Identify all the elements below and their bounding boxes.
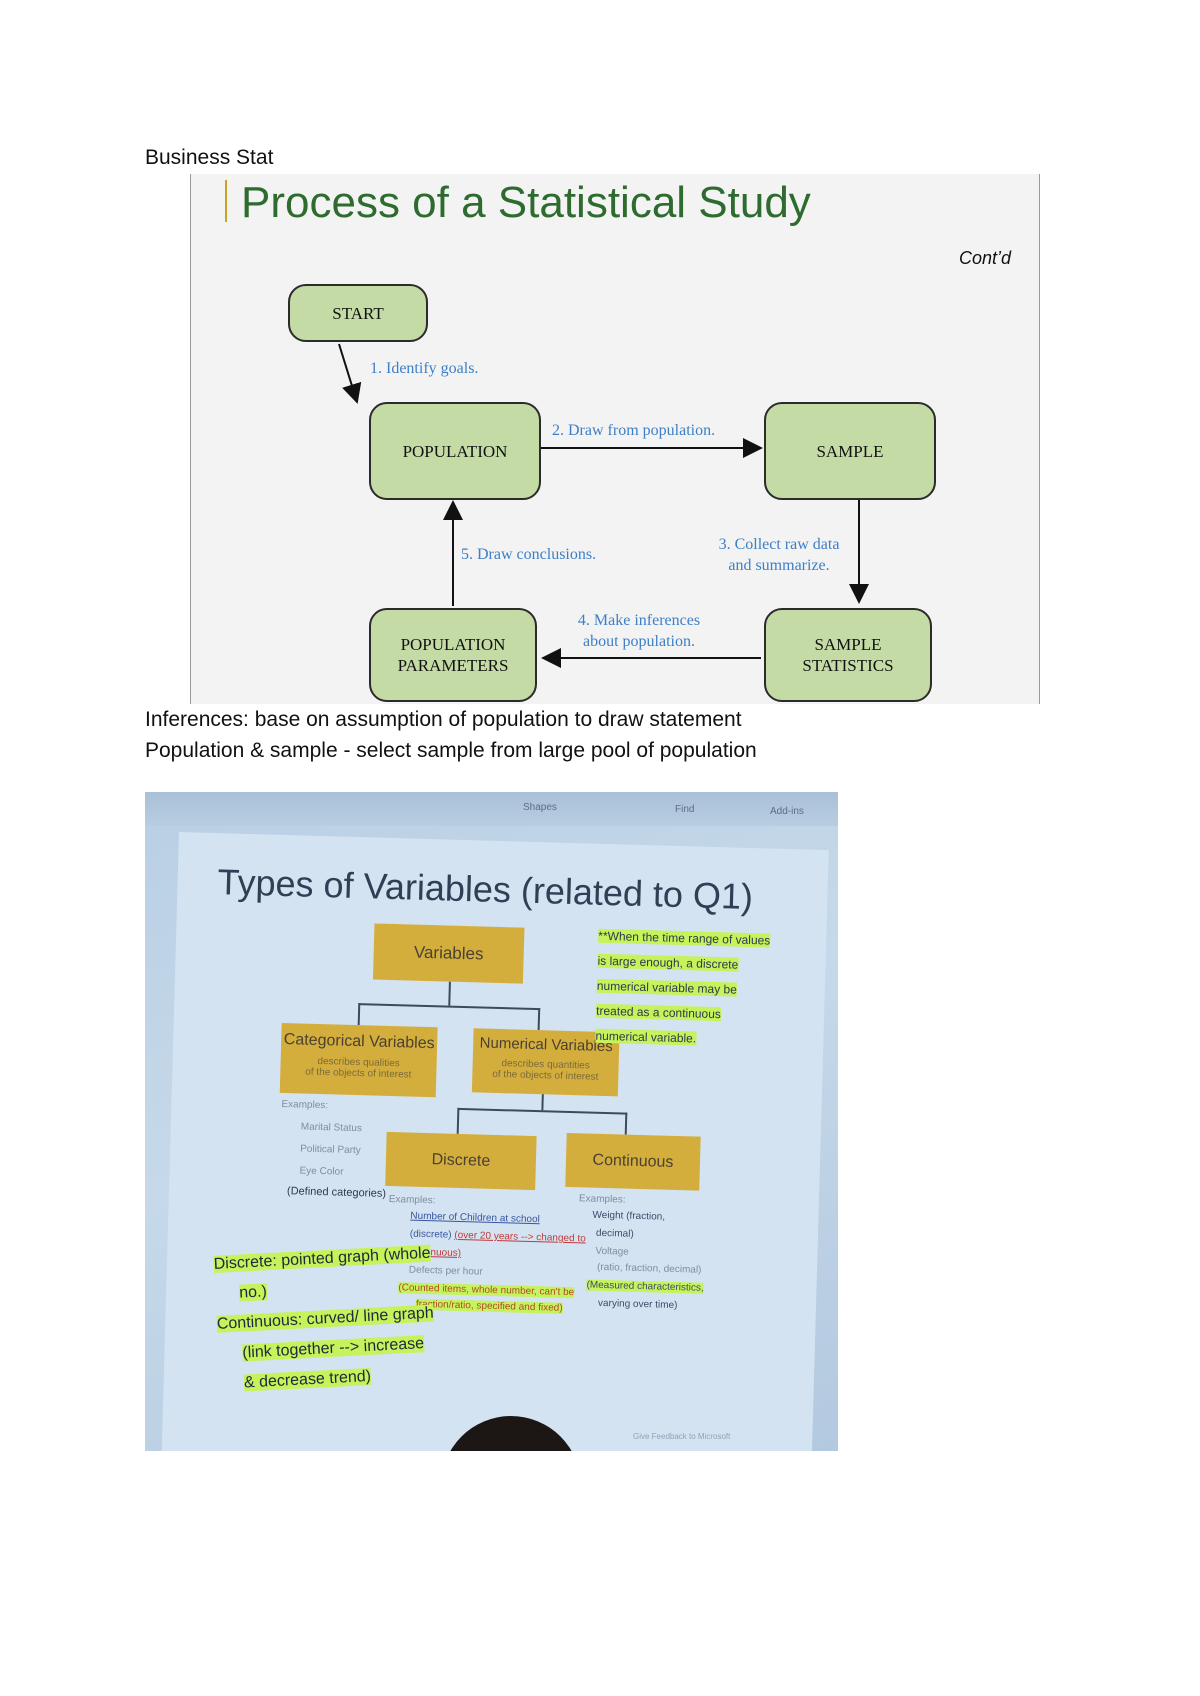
arrow-start-to-population <box>338 343 362 404</box>
continuous-measured-note-2: varying over time) <box>597 1297 678 1312</box>
graph-type-notes: Discrete: pointed graph (whole no.) Cont… <box>213 1239 438 1400</box>
example-voltage: Voltage <box>595 1245 629 1258</box>
note-discrete-1: Discrete: pointed graph (whole <box>213 1244 431 1273</box>
step-4-label: 4. Make inferences about population. <box>577 612 701 650</box>
box-discrete: Discrete <box>385 1131 537 1191</box>
slide-process-of-statistical-study: Process of a Statistical Study Cont’d ST… <box>190 174 1040 704</box>
defined-categories-note: (Defined categories) <box>286 1185 387 1200</box>
side-note: **When the time range of values is large… <box>595 928 771 1046</box>
app-toolbar: Shapes Find Add-ins <box>145 792 838 826</box>
flow-arrows <box>338 343 869 668</box>
example-political-party: Political Party <box>300 1143 361 1157</box>
node-sample-statistics: SAMPLE STATISTICS <box>764 608 932 702</box>
note-inferences: Inferences: base on assumption of popula… <box>145 708 742 731</box>
step-2-label: 2. Draw from population. <box>552 422 716 439</box>
connector <box>448 981 451 1006</box>
document-header: Business Stat <box>145 146 274 169</box>
slide-title: Types of Variables (related to Q1) <box>217 861 754 918</box>
step-1-label: 1. Identify goals. <box>370 360 479 377</box>
example-weight: Weight (fraction, <box>592 1209 666 1223</box>
box-continuous: Continuous <box>565 1132 701 1191</box>
connector <box>624 1112 628 1135</box>
title-accent-bar <box>225 180 227 222</box>
example-children: Number of Children at school <box>410 1210 540 1226</box>
continuous-examples-label: Examples: <box>578 1193 626 1206</box>
note-continuous-1: Continuous: curved/ line graph <box>216 1304 435 1333</box>
step-5-label: 5. Draw conclusions. <box>461 546 597 563</box>
node-sample: SAMPLE <box>764 402 936 500</box>
example-weight-note: decimal) <box>595 1227 634 1240</box>
step-3-label: 3. Collect raw data and summarize. <box>718 536 840 574</box>
connector <box>537 1008 541 1031</box>
toolbar-find[interactable]: Find <box>675 804 695 815</box>
connector <box>456 1107 460 1134</box>
discrete-counted-note-2: fraction/ratio, specified and fixed) <box>415 1298 563 1314</box>
note-continuous-2: (link together --> increase <box>241 1335 425 1362</box>
continuous-measured-note-1: (Measured characteristics, <box>586 1279 704 1294</box>
contd-label: Cont’d <box>958 248 1011 268</box>
node-population: POPULATION <box>369 402 541 500</box>
photo-types-of-variables: Shapes Find Add-ins Types of Variables (… <box>145 792 838 1451</box>
toolbar-add-ins[interactable]: Add-ins <box>770 806 804 817</box>
discrete-note-a: (discrete) (over 20 years --> changed to <box>409 1228 586 1245</box>
note-continuous-3: & decrease trend) <box>243 1367 372 1392</box>
node-start: START <box>288 284 428 342</box>
categorical-examples-label: Examples: <box>281 1098 329 1112</box>
toolbar-shapes[interactable]: Shapes <box>523 802 557 813</box>
status-bar-feedback: Give Feedback to Microsoft <box>633 1432 731 1441</box>
example-eye-color: Eye Color <box>299 1165 344 1178</box>
note-discrete-2: no.) <box>238 1283 268 1302</box>
example-voltage-note: (ratio, fraction, decimal) <box>596 1261 702 1276</box>
node-population-parameters: POPULATION PARAMETERS <box>369 608 537 702</box>
example-marital-status: Marital Status <box>300 1121 363 1135</box>
box-variables: Variables <box>372 923 525 984</box>
connector <box>357 1003 361 1026</box>
slide-title: Process of a Statistical Study <box>241 178 811 227</box>
box-categorical-variables: Categorical Variables describes qualitie… <box>279 1022 438 1098</box>
discrete-examples-label: Examples: <box>388 1194 436 1207</box>
note-population-sample: Population & sample - select sample from… <box>145 739 757 762</box>
